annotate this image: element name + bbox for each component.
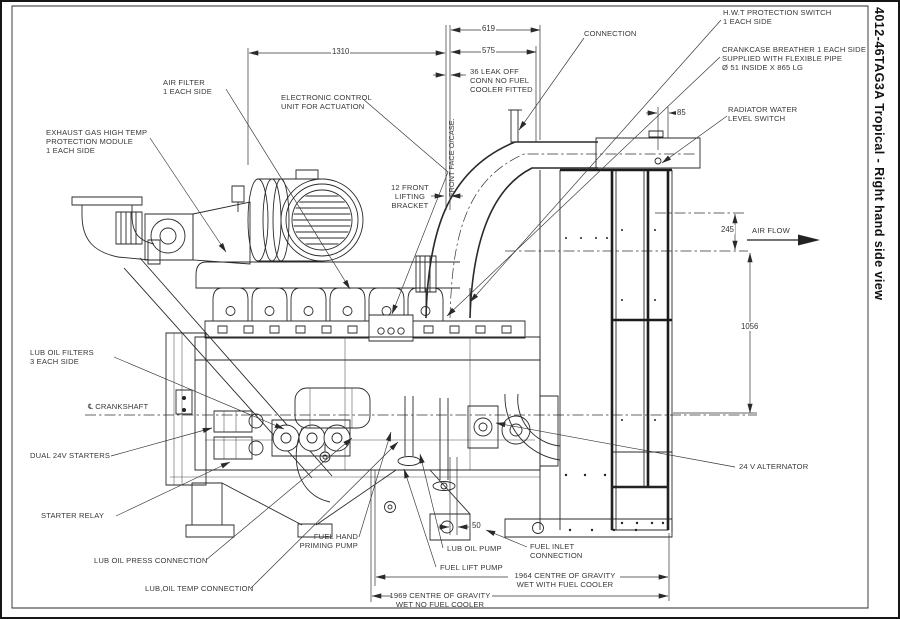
label-fuel-hand-pump: FUEL HAND PRIMING PUMP (299, 532, 358, 550)
label-starter-relay: STARTER RELAY (41, 511, 105, 520)
alternator-drawing (468, 406, 498, 448)
label-hwt-switch: H.W.T PROTECTION SWITCH 1 EACH SIDE (723, 8, 832, 26)
dim-1310: 1310 (331, 47, 351, 56)
label-radiator-switch: RADIATOR WATER LEVEL SWITCH (728, 105, 798, 123)
label-front-lifting-bracket: 12 FRONT LIFTING BRACKET (391, 183, 429, 210)
dim-1056: 1056 (740, 322, 760, 331)
dim-619: 619 (481, 24, 497, 33)
label-air-flow: AIR FLOW (752, 226, 790, 235)
radiator-drawing (505, 131, 700, 537)
label-connection: CONNECTION (584, 29, 637, 38)
air-filter-drawing (248, 170, 363, 261)
oil-filters-drawing (272, 420, 350, 456)
dim-245: 245 (720, 225, 736, 234)
drawing-frame (12, 6, 868, 608)
label-lub-oil-filters: LUB OIL FILTERS 3 EACH SIDE (30, 348, 94, 366)
label-front-face: FRONT FACE O/CASE. (447, 118, 456, 197)
label-alternator: 24 V ALTERNATOR (739, 462, 809, 471)
label-lub-temp: LUB,OIL TEMP CONNECTION (145, 584, 254, 593)
label-fuel-inlet: FUEL INLET CONNECTION (530, 542, 583, 560)
engine-body-drawing (72, 110, 598, 540)
label-air-filter: AIR FILTER 1 EACH SIDE (163, 78, 212, 96)
label-crankshaft: ℄ CRANKSHAFT (88, 402, 149, 411)
label-fuel-lift-pump: FUEL LIFT PUMP (440, 563, 503, 572)
dim-575: 575 (481, 46, 497, 55)
label-lub-pump: LUB OIL PUMP (447, 544, 502, 553)
air-flow-arrow (747, 234, 820, 246)
sheet-title-vertical: 4012-46TAG3A Tropical - Right hand side … (872, 7, 886, 301)
label-cg-dry: 1969 CENTRE OF GRAVITY WET NO FUEL COOLE… (389, 591, 491, 609)
label-leak-off: 36 LEAK OFF CONN NO FUEL COOLER FITTED (470, 67, 533, 94)
label-exhaust-module: EXHAUST GAS HIGH TEMP PROTECTION MODULE … (46, 128, 148, 155)
leader-lines (111, 20, 735, 588)
label-cg-wet: 1964 CENTRE OF GRAVITY WET WITH FUEL COO… (514, 571, 616, 589)
label-lub-press: LUB OIL PRESS CONNECTION (94, 556, 208, 565)
dim-85: 85 (676, 108, 687, 117)
label-ecu: ELECTRONIC CONTROL UNIT FOR ACTUATION (281, 93, 372, 111)
label-dual-starters: DUAL 24V STARTERS (30, 451, 111, 460)
label-crankcase-breather: CRANKCASE BREATHER 1 EACH SIDE SUPPLIED … (722, 45, 867, 72)
cylinder-covers-drawing (213, 288, 443, 321)
dim-50: 50 (471, 521, 482, 530)
base-skid-drawing (170, 470, 540, 540)
starters-drawing (214, 411, 263, 459)
